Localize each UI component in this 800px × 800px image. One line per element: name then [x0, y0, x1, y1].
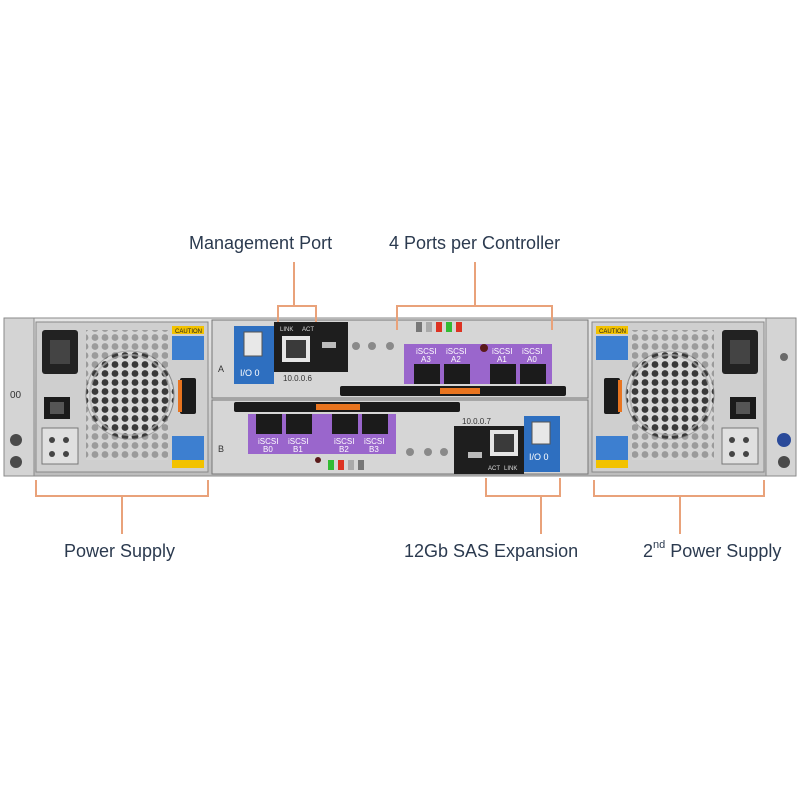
- ports-per-controller-label: 4 Ports per Controller: [389, 233, 561, 253]
- svg-text:B2: B2: [339, 445, 349, 454]
- right-rack-ear: [765, 317, 797, 477]
- svg-text:A0: A0: [527, 355, 537, 364]
- controller-b: B iSCSI B0 iSCSI B1 iSCSI B2 iSCSI B3 10…: [211, 399, 589, 475]
- svg-text:ACT: ACT: [488, 466, 500, 472]
- left-rack-ear: [3, 317, 35, 477]
- iscsi-port-a0: [520, 364, 546, 384]
- svg-text:A3: A3: [421, 355, 431, 364]
- second-power-supply-text: Power Supply: [670, 541, 782, 561]
- svg-text:iSCSI: iSCSI: [258, 437, 278, 446]
- second-power-supply-suffix: nd: [653, 539, 666, 551]
- iscsi-port-b3: [362, 414, 388, 434]
- left-psu-number: 00: [10, 390, 22, 401]
- controller-a: A I/O 0 LINK ACT 10.0.0.6 iSCSI A3 iSCSI…: [211, 319, 589, 399]
- left-power-supply: CAUTION: [35, 321, 209, 473]
- second-power-supply-label: 2nd Power Supply: [643, 539, 782, 562]
- iscsi-port-b0: [256, 414, 282, 434]
- right-caution-label: CAUTION: [599, 329, 626, 335]
- callout-lines: [35, 262, 765, 534]
- svg-text:iSCSI: iSCSI: [334, 437, 354, 446]
- controller-b-io-label: I/O 0: [529, 452, 549, 462]
- svg-text:LINK: LINK: [504, 466, 517, 472]
- psu-latch-icon: [604, 378, 620, 414]
- iscsi-port-a2: [444, 364, 470, 384]
- svg-text:LINK: LINK: [280, 327, 293, 333]
- svg-text:iSCSI: iSCSI: [446, 347, 466, 356]
- svg-text:iSCSI: iSCSI: [364, 437, 384, 446]
- svg-text:iSCSI: iSCSI: [522, 347, 542, 356]
- controller-a-ip: 10.0.0.6: [283, 374, 312, 383]
- second-power-supply-number: 2: [643, 541, 654, 561]
- svg-text:iSCSI: iSCSI: [416, 347, 436, 356]
- right-power-supply: CAUTION: [591, 321, 765, 473]
- management-port-label: Management Port: [189, 233, 333, 253]
- svg-text:B3: B3: [369, 445, 379, 454]
- sas-expansion-label: 12Gb SAS Expansion: [404, 541, 579, 561]
- controller-b-ip: 10.0.0.7: [462, 417, 491, 426]
- psu-latch-icon: [180, 378, 196, 414]
- svg-text:A2: A2: [451, 355, 461, 364]
- svg-text:B0: B0: [263, 445, 273, 454]
- usb-port-icon: [468, 452, 482, 458]
- svg-text:iSCSI: iSCSI: [492, 347, 512, 356]
- iscsi-port-b2: [332, 414, 358, 434]
- iscsi-port-a1: [490, 364, 516, 384]
- controller-a-slot-letter: A: [218, 364, 224, 374]
- svg-text:A1: A1: [497, 355, 507, 364]
- iscsi-port-b1: [286, 414, 312, 434]
- controller-b-slot-letter: B: [218, 444, 224, 454]
- svg-text:iSCSI: iSCSI: [288, 437, 308, 446]
- controller-a-io-label: I/O 0: [240, 368, 260, 378]
- svg-text:ACT: ACT: [302, 327, 314, 333]
- left-caution-label: CAUTION: [175, 329, 202, 335]
- power-supply-label: Power Supply: [64, 541, 176, 561]
- iscsi-port-a3: [414, 364, 440, 384]
- svg-text:B1: B1: [293, 445, 303, 454]
- usb-port-icon: [322, 342, 336, 348]
